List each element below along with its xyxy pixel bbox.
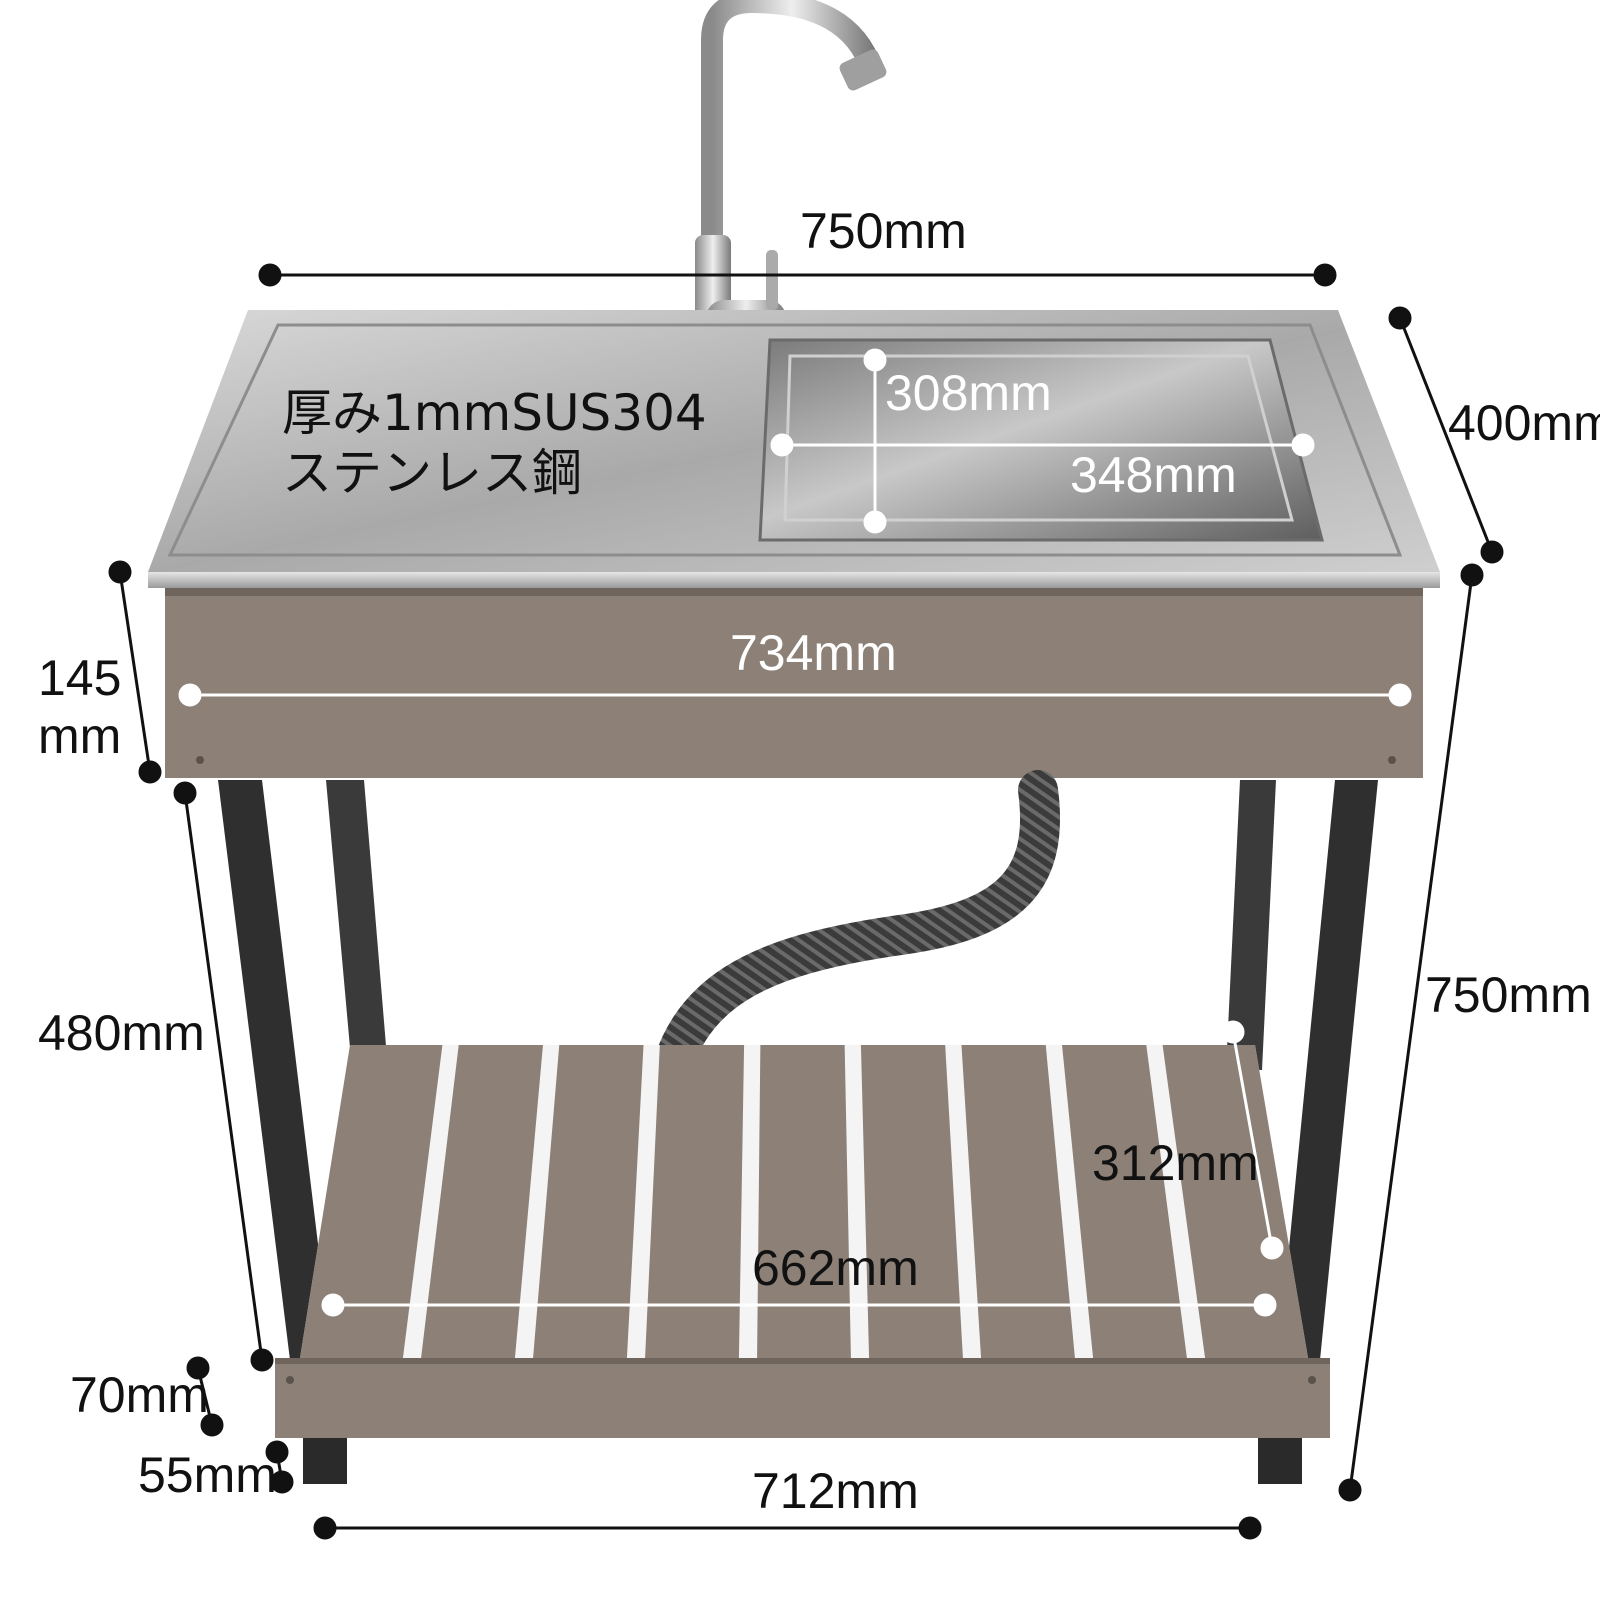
- apron-height-unit: mm: [38, 708, 121, 764]
- shelf-slats: [300, 1045, 1308, 1358]
- faucet: [682, 0, 887, 362]
- top-width-label: 750mm: [800, 203, 967, 259]
- total-height-label: 750mm: [1425, 967, 1592, 1023]
- shelf-slat: [300, 1045, 443, 1358]
- shelf-slat: [533, 1045, 644, 1358]
- feet: [303, 1438, 1302, 1484]
- sink-basin: [758, 338, 1324, 542]
- shelf-slat: [421, 1045, 543, 1358]
- inner-dimension-lines: [178, 348, 1412, 1317]
- apron-width-label: 734mm: [730, 625, 897, 681]
- shelf-depth-label: 312mm: [1092, 1135, 1259, 1191]
- foot-height-label: 55mm: [138, 1447, 277, 1503]
- shelf-slat: [860, 1045, 963, 1358]
- legs: [218, 780, 1378, 1360]
- wood-apron: [165, 588, 1423, 778]
- shelf-slat: [961, 1045, 1075, 1358]
- slatted-shelf: [275, 1045, 1330, 1438]
- material-label-line2: ステンレス鋼: [282, 444, 582, 502]
- shelf-slat: [1162, 1045, 1308, 1358]
- basin-width-label: 348mm: [1070, 447, 1237, 503]
- apron-height-value: 145: [38, 650, 121, 706]
- shelf-slat: [645, 1045, 745, 1358]
- depth-label: 400mm: [1448, 395, 1600, 451]
- shelf-width-label: 662mm: [752, 1240, 919, 1296]
- basin-depth-label: 308mm: [885, 365, 1052, 421]
- material-label-line1: 厚み1mmSUS304: [282, 384, 707, 442]
- dimension-lines: [108, 263, 1504, 1540]
- shelf-slat: [757, 1045, 851, 1358]
- base-frame-height-label: 70mm: [70, 1367, 209, 1423]
- leg-height-label: 480mm: [38, 1005, 205, 1061]
- shelf-slat: [1062, 1045, 1187, 1358]
- bottom-width-label: 712mm: [752, 1463, 919, 1519]
